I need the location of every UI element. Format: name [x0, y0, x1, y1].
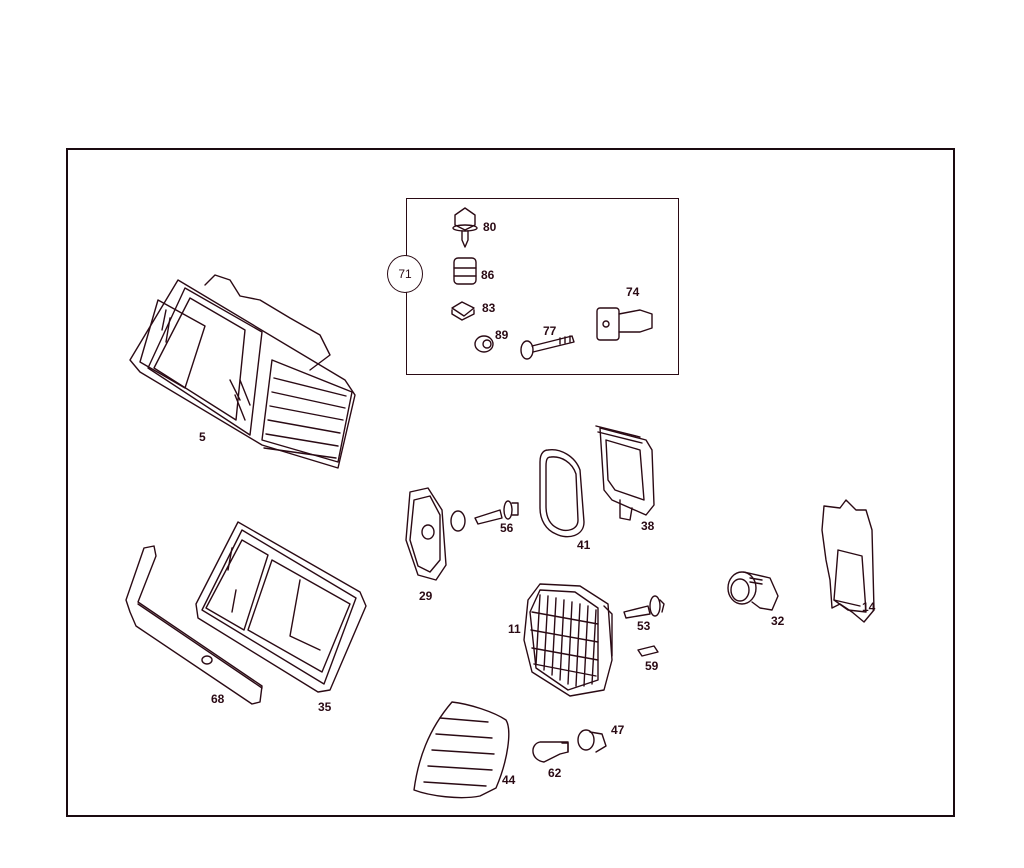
part-56-bulb — [474, 500, 519, 525]
part-label-59[interactable]: 59 — [645, 659, 659, 673]
part-68-trim-strip — [125, 545, 263, 705]
part-41-gasket — [539, 449, 585, 538]
part-35-lens-frame — [195, 521, 367, 693]
part-label-80[interactable]: 80 — [483, 220, 497, 234]
part-29-reflector — [405, 487, 466, 581]
part-label-41[interactable]: 41 — [577, 538, 591, 552]
part-32-socket — [727, 571, 779, 611]
part-label-56[interactable]: 56 — [500, 521, 514, 535]
part-label-77[interactable]: 77 — [543, 324, 557, 338]
part-label-32[interactable]: 32 — [771, 614, 785, 628]
part-label-44[interactable]: 44 — [502, 773, 516, 787]
part-label-89[interactable]: 89 — [495, 328, 509, 342]
inset-parts — [451, 207, 653, 360]
part-label-68[interactable]: 68 — [211, 692, 225, 706]
part-14-bracket — [821, 499, 875, 623]
part-38-cover — [595, 425, 655, 521]
part-label-53[interactable]: 53 — [637, 619, 651, 633]
part-label-47[interactable]: 47 — [611, 723, 625, 737]
part-label-14[interactable]: 14 — [862, 600, 876, 614]
part-5-headlamp-housing — [129, 274, 356, 469]
part-47-bulb-holder — [577, 729, 607, 753]
group-callout-label: 71 — [398, 267, 412, 281]
diagram-frame — [66, 148, 955, 817]
part-label-62[interactable]: 62 — [548, 766, 562, 780]
part-59-small-bulb — [637, 645, 659, 657]
part-label-74[interactable]: 74 — [626, 285, 640, 299]
part-label-35[interactable]: 35 — [318, 700, 332, 714]
part-label-11[interactable]: 11 — [508, 622, 521, 636]
part-label-83[interactable]: 83 — [482, 301, 496, 315]
part-53-bulb — [623, 595, 665, 619]
part-label-29[interactable]: 29 — [419, 589, 433, 603]
part-label-5[interactable]: 5 — [199, 430, 206, 444]
part-11-fog-lamp — [523, 583, 613, 697]
part-label-38[interactable]: 38 — [641, 519, 655, 533]
part-62-bulb — [532, 741, 569, 763]
part-label-86[interactable]: 86 — [481, 268, 495, 282]
part-44-indicator-lens — [413, 701, 510, 799]
group-callout-71: 71 — [387, 255, 423, 293]
